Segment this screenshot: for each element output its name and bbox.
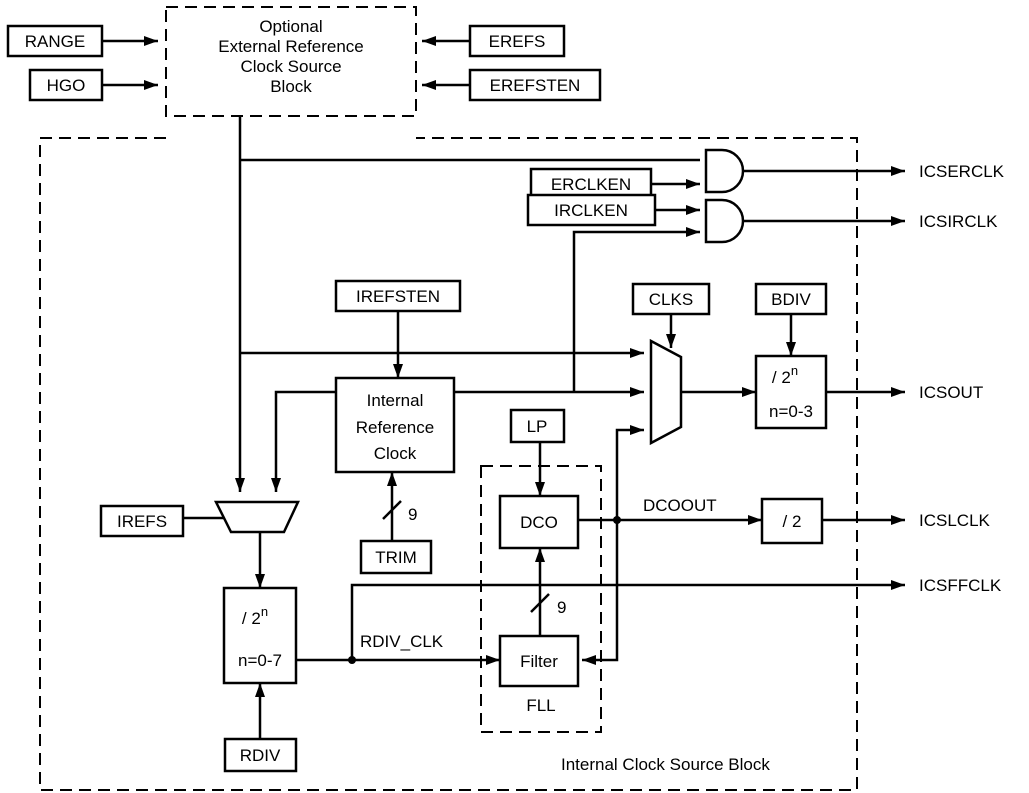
erefs-label: EREFS (489, 32, 546, 51)
irc-to-irefs-mux (271, 390, 336, 492)
internal-ref-clock-box (334, 376, 456, 474)
hgo-label: HGO (47, 76, 86, 95)
fll-label: FLL (526, 696, 555, 715)
irc-to-and-irclk (572, 227, 700, 392)
trim-label: TRIM (375, 548, 417, 567)
irefs-label: IREFS (117, 512, 167, 531)
range-box (6, 24, 104, 58)
lp-box (509, 408, 566, 444)
filter-bus-slash (530, 593, 550, 613)
rdiv-divider-label: / 2n (242, 604, 268, 628)
hgo-box (28, 68, 104, 102)
clks-label: CLKS (649, 290, 693, 309)
internal-ref-line-2: Reference (356, 418, 434, 437)
bdiv-box (754, 282, 828, 316)
icsffclk-wire (350, 580, 905, 660)
dco-box (498, 494, 580, 550)
icsffclk-label: ICSFFCLK (919, 576, 1002, 595)
erefs-box (468, 24, 566, 58)
internal-clock-source-block-outline (39, 137, 858, 791)
internal-ref-line-1: Internal (367, 391, 424, 410)
trim-bus-slash (382, 500, 402, 520)
rdiv-box (223, 737, 298, 773)
and-gate-erclk (704, 148, 745, 194)
external-ref-block-outline (165, 6, 417, 117)
irclken-label: IRCLKEN (554, 201, 628, 220)
irefs-mux (213, 500, 300, 534)
irefs-box (99, 504, 185, 538)
filter-bus-width: 9 (557, 598, 566, 617)
div2-label: / 2 (783, 512, 802, 531)
rdiv-clk-label: RDIV_CLK (360, 632, 444, 651)
erclken-label: ERCLKEN (551, 175, 631, 194)
internal-block-label: Internal Clock Source Block (561, 755, 770, 774)
bdiv-divider-label: / 2n (772, 363, 798, 387)
icslclk-label: ICSLCLK (919, 511, 991, 530)
rdiv-divider-range: n=0-7 (238, 651, 282, 670)
internal-ref-line-3: Clock (374, 444, 417, 463)
external-ref-line-4: Block (270, 77, 312, 96)
rdiv-label: RDIV (240, 746, 281, 765)
dco-label: DCO (520, 513, 558, 532)
filter-label: Filter (520, 652, 558, 671)
bdiv-divider-range: n=0-3 (769, 402, 813, 421)
external-ref-line-2: External Reference (218, 37, 364, 56)
lp-label: LP (527, 417, 548, 436)
trim-box (359, 539, 433, 575)
erefsten-label: EREFSTEN (490, 76, 581, 95)
erefsten-box (468, 68, 602, 102)
and-gate-irclk (704, 198, 745, 244)
dco-to-mux-wire (615, 425, 644, 520)
irclken-box (526, 193, 657, 227)
icsirclk-label: ICSIRCLK (919, 212, 998, 231)
icserclk-label: ICSERCLK (919, 162, 1005, 181)
external-ref-line-1: Optional (259, 17, 322, 36)
irefsten-label: IREFSTEN (356, 287, 440, 306)
dco-feedback-wire (582, 520, 619, 665)
trim-bus-width: 9 (408, 505, 417, 524)
icsout-label: ICSOUT (919, 383, 983, 402)
dcoout-label: DCOOUT (643, 496, 717, 515)
range-label: RANGE (25, 32, 85, 51)
clks-mux (649, 338, 683, 446)
external-ref-line-3: Clock Source (240, 57, 341, 76)
bdiv-label: BDIV (771, 290, 811, 309)
rdiv-divider-box (222, 586, 298, 685)
